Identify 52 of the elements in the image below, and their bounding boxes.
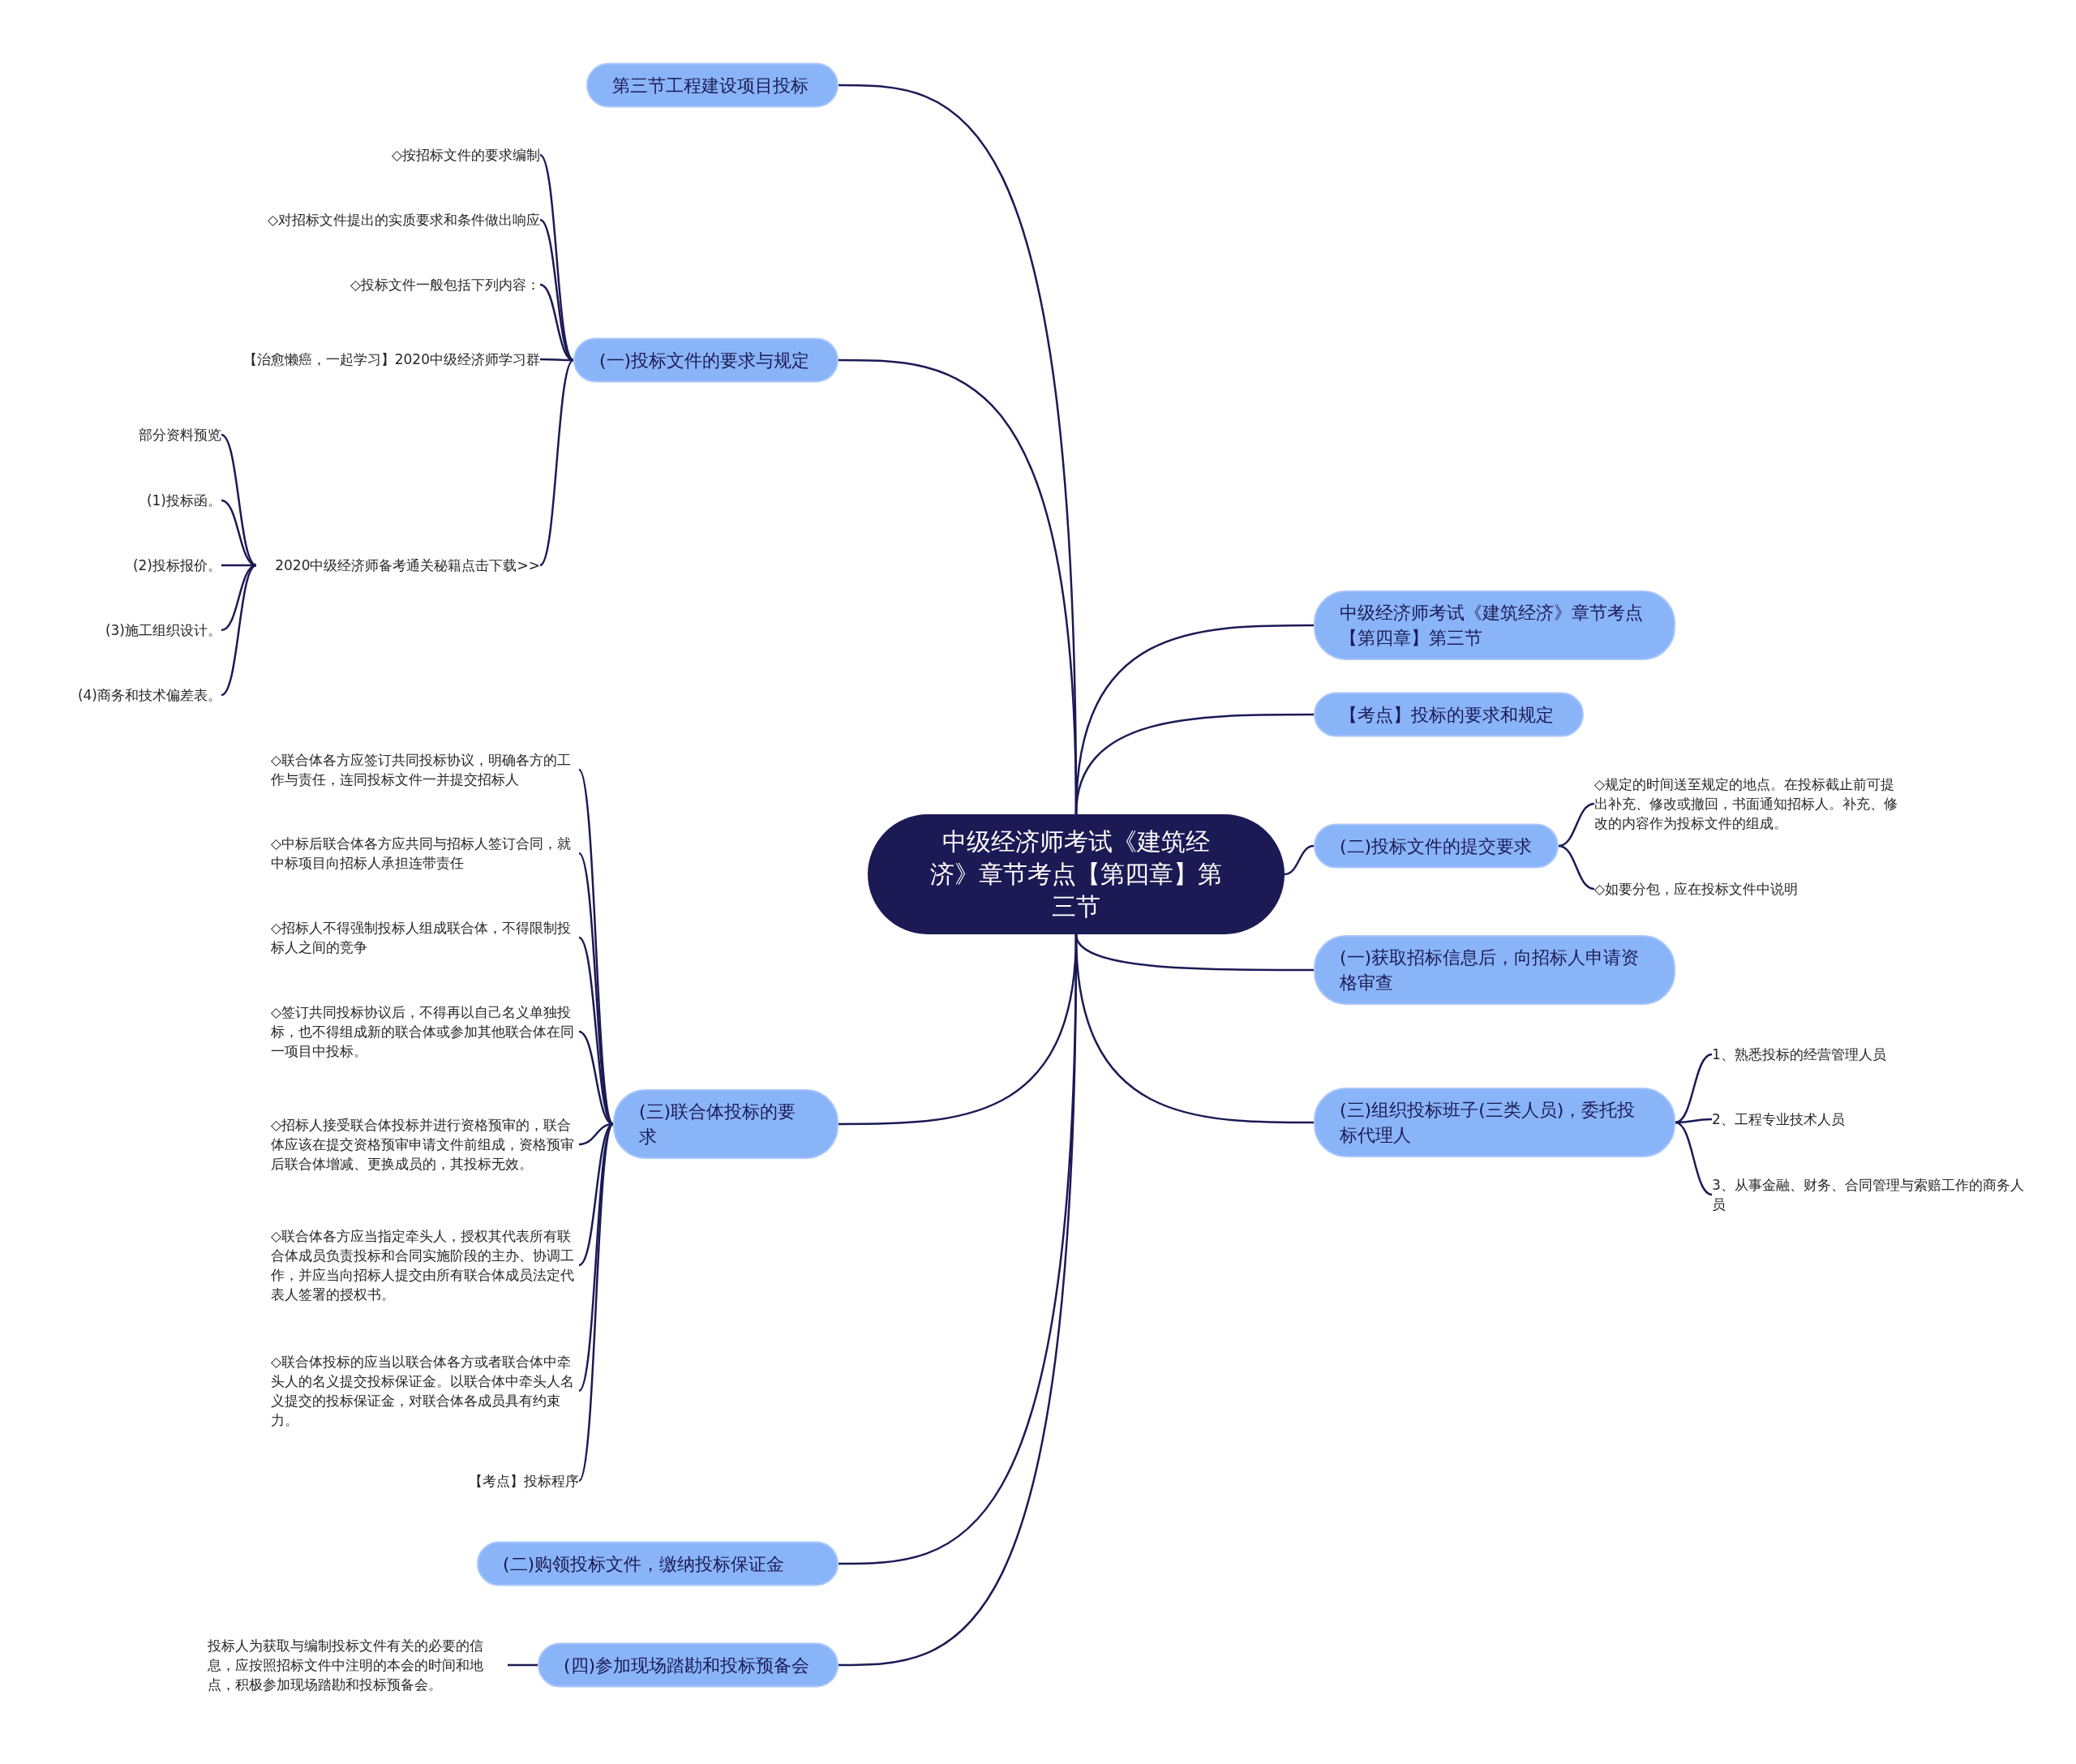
connector-line (539, 219, 574, 361)
connector-line (578, 1123, 614, 1392)
connector-line (1074, 934, 1314, 1124)
subtopic-text: (4)商务和技术偏差表。 (27, 685, 221, 705)
subtopic-text: ◇规定的时间送至规定的地点。在投标截止前可提出补充、修改或撤回，书面通知招标人。补充、修改的内容作为投标文件的组成。 (1594, 775, 1902, 833)
connector-line (540, 358, 573, 362)
subtopic-text: ◇按招标文件的要求编制 (297, 145, 540, 165)
topic-bubble: 中级经济师考试《建筑经济》章节考点【第四章】第三节 (1314, 590, 1675, 660)
subtopic-text: 3、从事金融、财务、合同管理与索赔工作的商务人员 (1712, 1175, 2036, 1214)
subtopic-text: 1、熟悉投标的经营管理人员 (1712, 1045, 2020, 1064)
subtopic-text: (2)投标报价。 (27, 556, 221, 575)
subtopic-text: ◇联合体投标的应当以联合体各方或者联合体中牵头人的名义提交投标保证金。以联合体中牵头人名义提交的投标保证金，对联合体各成员具有约束力。 (271, 1352, 579, 1430)
topic-bubble: (一)投标文件的要求与规定 (573, 337, 839, 383)
subtopic-text: 2020中级经济师备考通关秘籍点击下载>> (256, 556, 540, 575)
subtopic-text: ◇联合体各方应当指定牵头人，授权其代表所有联合体成员负责投标和合同实施阶段的主办、协调工作，并应当向招标人提交由所有联合体成员法定代表人签署的授权书。 (271, 1226, 579, 1304)
subtopic-text: ◇签订共同投标协议后，不得再以自己名义单独投标，也不得组成新的联合体或参加其他联合体在同一项目中投标。 (271, 1002, 579, 1061)
subtopic-text: 【考点】投标程序 (336, 1471, 579, 1491)
subtopic-text: 【治愈懒癌，一起学习】2020中级经济师学习群 (240, 350, 540, 369)
connector-line (221, 499, 257, 567)
connector-line (1558, 844, 1595, 891)
topic-bubble: (四)参加现场踏勘和投标预备会 (538, 1642, 839, 1688)
subtopic-text: ◇招标人接受联合体投标并进行资格预审的，联合体应该在提交资格预审申请文件前组成，资格预审后联合体增减、更换成员的，其投标无效。 (271, 1115, 579, 1174)
subtopic-text: ◇联合体各方应签订共同投标协议，明确各方的工作与责任，连同投标文件一并提交招标人 (271, 750, 579, 789)
connector-line (1558, 802, 1595, 848)
subtopic-text: 投标人为获取与编制投标文件有关的必要的信息，应按照招标文件中注明的本会的时间和地点，积极参加现场踏勘和投标预备会。 (208, 1636, 508, 1694)
topic-bubble: (三)组织投标班子(三类人员)，委托投标代理人 (1314, 1088, 1675, 1157)
connector-line (577, 1123, 615, 1482)
subtopic-text: ◇投标文件一般包括下列内容： (297, 275, 540, 294)
topic-bubble: (二)投标文件的提交要求 (1314, 823, 1559, 869)
connector-line (508, 1663, 538, 1667)
topic-bubble: (三)联合体投标的要求 (613, 1089, 839, 1159)
connector-line (1675, 1121, 1713, 1196)
subtopic-text: ◇中标后联合体各方应共同与招标人签订合同，就中标项目向招标人承担连带责任 (271, 834, 579, 873)
central-topic-bubble: 中级经济师考试《建筑经济》章节考点【第四章】第三节 (868, 814, 1285, 934)
connector-line (578, 937, 614, 1125)
subtopic-text: (3)施工组织设计。 (27, 620, 221, 640)
topic-bubble: 【考点】投标的要求和规定 (1314, 692, 1584, 737)
connector-line (1284, 844, 1315, 876)
subtopic-text: (1)投标函。 (27, 491, 221, 510)
connector-line (578, 852, 614, 1125)
topic-bubble: (二)购领投标文件，缴纳投标保证金 (477, 1541, 839, 1586)
subtopic-text: ◇招标人不得强制投标人组成联合体，不得限制投标人之间的竞争 (271, 918, 579, 957)
connector-line (221, 564, 257, 697)
topic-bubble: (一)获取招标信息后，向招标人申请资格审查 (1314, 935, 1675, 1005)
subtopic-text: 部分资料预览 (27, 425, 221, 444)
subtopic-text: ◇对招标文件提出的实质要求和条件做出响应 (232, 210, 540, 230)
connector-line (539, 359, 574, 566)
topic-bubble: 第三节工程建设项目投标 (586, 62, 839, 108)
connector-line (1074, 713, 1314, 815)
subtopic-text: 2、工程专业技术人员 (1712, 1109, 2020, 1129)
connector-line (1675, 1053, 1713, 1124)
subtopic-text: ◇如要分包，应在投标文件中说明 (1594, 879, 1902, 899)
